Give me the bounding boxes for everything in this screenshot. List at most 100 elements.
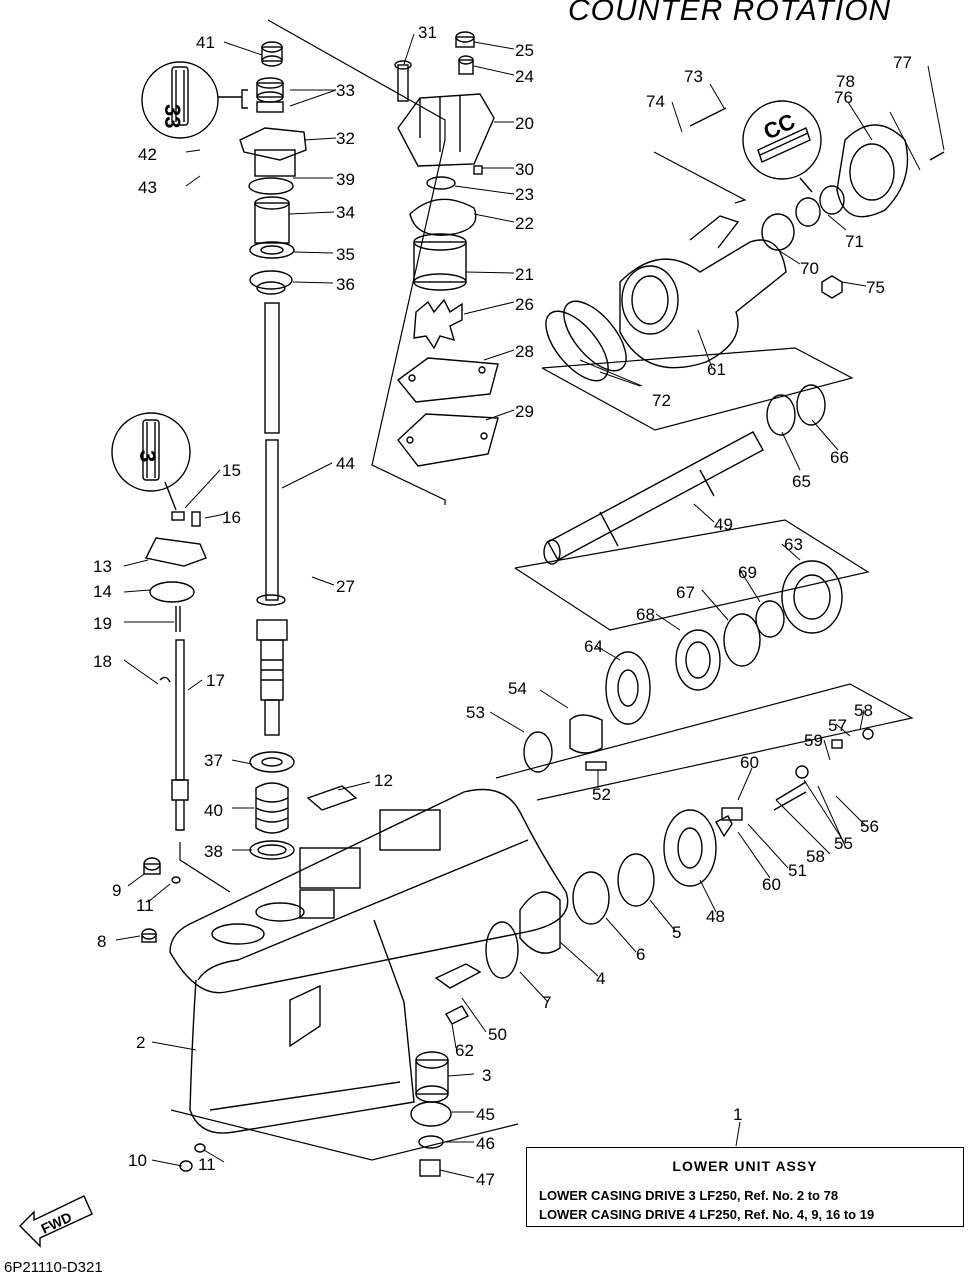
propeller-shaft [543,384,826,565]
part-label-43: 43 [138,178,157,197]
lower-small-parts [141,857,482,1177]
part-label-31: 31 [418,23,437,42]
assembly-info-box: LOWER UNIT ASSY LOWER CASING DRIVE 3 LF2… [526,1147,964,1227]
part-label-12: 12 [374,771,393,790]
assembly-row-1: LOWER CASING DRIVE 3 LF250, Ref. No. 2 t… [539,1188,839,1203]
part-label-47: 47 [476,1170,495,1189]
inset-label-3: 3 [135,450,160,462]
part-label-19: 19 [93,614,112,633]
part-label-37: 37 [204,751,223,770]
part-label-17: 17 [206,671,225,690]
part-label-68: 68 [636,605,655,624]
part-label-50: 50 [488,1025,507,1044]
part-label-59: 59 [804,731,823,750]
part-label-6: 6 [636,945,645,964]
drawing-code: 6P21110-D321 [4,1259,103,1276]
part-label-76: 76 [834,88,853,107]
drive-shaft [256,302,288,736]
assembly-name: LOWER UNIT ASSY [672,1158,818,1174]
part-label-73: 73 [684,67,703,86]
part-label-5: 5 [672,923,681,942]
part-label-16: 16 [222,508,241,527]
part-label-10: 10 [128,1151,147,1170]
part-label-33: 33 [336,81,355,100]
part-label-13: 13 [93,557,112,576]
part-label-63: 63 [784,535,803,554]
part-label-62: 62 [455,1041,474,1060]
lower-casing [169,785,569,1134]
part-label-61: 61 [707,360,726,379]
part-label-8: 8 [97,932,106,951]
inset-33 [141,61,248,139]
assembly-row-2: LOWER CASING DRIVE 4 LF250, Ref. No. 4, … [539,1207,875,1222]
part-label-42: 42 [138,145,157,164]
part-label-40: 40 [204,801,223,820]
part-label-11-lower: 11 [198,1155,216,1174]
part-label-11: 11 [136,896,154,915]
part-label-23: 23 [515,185,534,204]
part-label-64: 64 [584,637,603,656]
part-label-51: 51 [788,861,807,880]
part-label-45: 45 [476,1105,495,1124]
part-label-25: 25 [515,41,534,60]
part-label-67: 67 [676,583,695,602]
part-label-49: 49 [714,515,733,534]
part-label-65: 65 [792,472,811,491]
part-label-52: 52 [592,785,611,804]
part-label-27: 27 [336,577,355,596]
part-label-30: 30 [515,160,534,179]
part-label-36: 36 [336,275,355,294]
part-label-48: 48 [706,907,725,926]
part-label-24: 24 [515,67,534,86]
part-label-3: 3 [482,1066,491,1085]
part-label-41: 41 [196,33,215,52]
inset-3 [111,412,191,511]
part-label-29: 29 [515,402,534,421]
part-label-9: 9 [112,881,121,900]
part-label-57: 57 [828,716,847,735]
part-label-69: 69 [738,563,757,582]
part-label-60-second: 60 [762,875,781,894]
part-label-56: 56 [860,817,879,836]
part-label-71: 71 [845,232,864,251]
label-leader-lines [115,33,945,1179]
part-label-2: 2 [136,1033,145,1052]
part-label-26: 26 [515,295,534,314]
part-label-22: 22 [515,214,534,233]
inset-cc [742,100,822,193]
part-label-58-second: 58 [806,847,825,866]
part-label-35: 35 [336,245,355,264]
part-label-78: 78 [836,72,855,91]
part-label-44: 44 [336,454,355,473]
propeller-shaft-housing [545,107,945,382]
gear-and-bearings [485,560,874,979]
part-label-75: 75 [866,278,885,297]
part-label-32: 32 [336,129,355,148]
part-label-46: 46 [476,1134,495,1153]
part-label-70: 70 [800,259,819,278]
pinion-lower-group [249,751,295,860]
bearing-housing-group [239,41,307,295]
fwd-label: FWD [39,1209,75,1237]
assembly-number: 1 [733,1105,742,1124]
part-label-28: 28 [515,342,534,361]
part-label-60: 60 [740,753,759,772]
part-label-58: 58 [854,701,873,720]
part-label-38: 38 [204,842,223,861]
part-label-77: 77 [893,53,912,72]
part-label-21: 21 [515,265,534,284]
inset-label-33: 33 [160,104,185,128]
fwd-arrow-icon [19,1195,93,1248]
shift-rod-group [144,511,207,831]
part-label-39: 39 [336,170,355,189]
part-label-72: 72 [652,391,671,410]
part-label-54: 54 [508,679,527,698]
page-title: COUNTER ROTATION [568,0,892,27]
water-pump-group [394,31,499,467]
part-label-14: 14 [93,582,112,601]
part-label-53: 53 [466,703,485,722]
part-label-7: 7 [542,993,551,1012]
